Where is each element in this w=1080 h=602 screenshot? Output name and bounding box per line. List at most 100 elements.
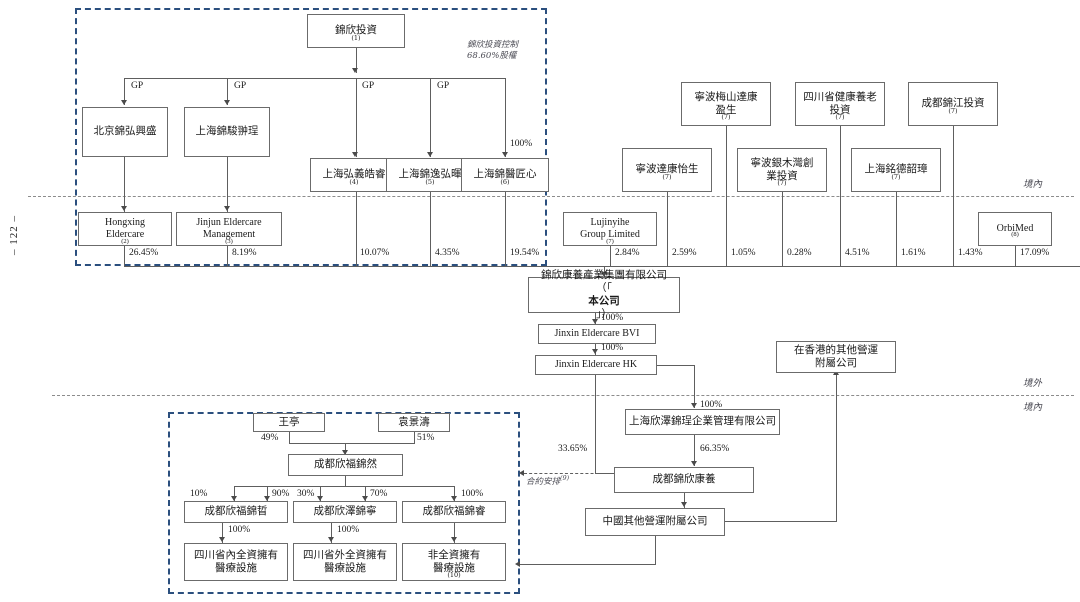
label-pct-shanghai-mingde: 1.61%: [901, 248, 926, 258]
entity-sichuan-health-line1: 四川省健康養老: [803, 90, 877, 103]
line-jinxin-to-jiangxin: [505, 78, 507, 157]
entity-beijing-jinhong-label: 北京錦弘興盛: [93, 125, 157, 138]
entity-jinjun-management-line2: Management: [202, 229, 256, 240]
entity-facilities-not-wholly[interactable]: 非全資擁有 醫療設施(10): [402, 543, 506, 581]
entity-facilities-outside-sichuan[interactable]: 四川省外全資擁有 醫療設施: [293, 543, 397, 581]
line-jinran-to-jinning-left: [320, 486, 322, 501]
label-pct-jinzhe-left: 10%: [190, 489, 208, 499]
label-pct-jinrui: 100%: [461, 489, 484, 499]
label-contractual-arrangement: 合約安排(9): [526, 475, 569, 487]
dashed-region-contractual-group: [168, 412, 520, 594]
label-onshore-top: 境內: [1023, 179, 1043, 190]
entity-sichuan-health[interactable]: 四川省健康養老 投資(7): [795, 82, 885, 126]
entity-facilities-in-sichuan[interactable]: 四川省內全資擁有 醫療設施: [184, 543, 288, 581]
label-pct-jinzhe-right: 90%: [272, 489, 290, 499]
entity-chengdu-xinfu-jinrui[interactable]: 成都欣福錦睿: [402, 501, 506, 523]
entity-jinjun-management[interactable]: Jinjun Eldercare Management(3): [176, 212, 282, 246]
line-yuan-jingtao-drop: [414, 432, 416, 444]
arrow-gp-hongyi: [352, 152, 358, 157]
entity-chengdu-jinxin-kangyang[interactable]: 成都錦欣康養: [614, 467, 754, 493]
entity-wang-ting[interactable]: 王亭: [253, 413, 325, 432]
arrow-company-to-bvi: [591, 319, 598, 324]
arrow-bus-to-company: [600, 272, 607, 277]
entity-jinxin-bvi[interactable]: Jinxin Eldercare BVI: [538, 324, 656, 344]
entity-chengdu-xinze-jinning[interactable]: 成都欣澤錦寧: [293, 501, 397, 523]
line-shanghai-jinjun-to-management: [227, 157, 229, 212]
label-pct-jiangxin: 19.54%: [510, 248, 540, 258]
entity-facilities-in-sichuan-line2: 醫療設施: [215, 562, 257, 574]
entity-facilities-not-wholly-line2: 醫療設施: [433, 562, 475, 574]
line-ningbo-dakang-drop: [667, 192, 669, 267]
entity-china-other-subs[interactable]: 中國其他營運附屬公司: [585, 508, 725, 536]
entity-shanghai-xinze[interactable]: 上海欣澤錦珵企業管理有限公司: [625, 409, 780, 435]
label-pct-jinning-left: 30%: [297, 489, 315, 499]
label-gp-1: GP: [131, 81, 144, 91]
line-china-subs-up: [836, 374, 838, 522]
arrow-founders-to-jinran: [341, 450, 348, 455]
line-jinjun-mgmt-drop: [227, 246, 229, 267]
entity-facilities-not-wholly-line1: 非全資擁有: [427, 548, 481, 561]
label-pct-ningbo-dakang: 2.59%: [672, 248, 697, 258]
line-hk-to-kangyang-v: [595, 375, 597, 474]
entity-chengdu-jinxin-kangyang-label: 成都錦欣康養: [652, 473, 716, 486]
label-pct-sichuan-health: 4.51%: [845, 248, 870, 258]
entity-ningbo-dakang[interactable]: 寧波達康怡生(7): [622, 148, 712, 192]
entity-chengdu-xinfu-jinzhe[interactable]: 成都欣福錦晢: [184, 501, 288, 523]
line-jinran-to-jinzhe-left: [234, 486, 236, 501]
entity-jinxin-bvi-label: Jinxin Eldercare BVI: [554, 327, 640, 339]
arrow-bvi-to-hk: [591, 349, 598, 354]
label-gp-2: GP: [234, 81, 247, 91]
line-jinzhe-to-facility: [222, 523, 224, 543]
entity-hongxing-eldercare-line1: Hongxing: [105, 216, 145, 228]
entity-chengdu-xinfu-jinran[interactable]: 成都欣福錦然: [288, 454, 403, 476]
entity-jinxin-investment-label: 錦欣投資: [335, 24, 377, 37]
entity-hk-other-subs[interactable]: 在香港的其他營運 附屬公司: [776, 341, 896, 373]
entity-hongxing-eldercare[interactable]: Hongxing Eldercare(2): [78, 212, 172, 246]
label-pct-orbimed: 17.09%: [1020, 248, 1050, 258]
entity-shanghai-jinyi[interactable]: 上海錦逸弘暉(5): [386, 158, 474, 192]
arrow-china-subs-to-facility: [515, 560, 520, 567]
entity-company[interactable]: 錦欣康養產業集團有限公司 （「本公司」）: [528, 269, 680, 320]
entity-ningbo-meishan[interactable]: 寧波梅山達康 盈生(7): [681, 82, 771, 126]
entity-chengdu-xinfu-jinrui-label: 成都欣福錦睿: [422, 505, 486, 518]
entity-chengdu-xinfu-jinzhe-label: 成都欣福錦晢: [204, 505, 268, 518]
line-gp-drop-beijing: [124, 78, 126, 105]
entity-orbimed[interactable]: OrbiMed(8): [978, 212, 1052, 246]
entity-ningbo-yinmuwan-line1: 寧波銀木灣創: [750, 156, 814, 169]
entity-jinxin-investment[interactable]: 錦欣投資(1): [307, 14, 405, 48]
line-ningbo-yinmuwan-drop: [782, 192, 784, 267]
entity-lujinyihe[interactable]: Lujinyihe Group Limited(7): [563, 212, 657, 246]
entity-shanghai-mingde[interactable]: 上海銘德韶璋(7): [851, 148, 941, 192]
line-jinran-to-jinzhe-right: [267, 486, 269, 501]
line-gp-drop-jinyi: [430, 78, 432, 157]
note-jinxin-control-line2: 68.60%股權: [467, 51, 517, 61]
entity-shanghai-jinyi-label: 上海錦逸弘暉: [398, 168, 462, 181]
line-jinrui-to-facility: [454, 523, 456, 543]
entity-shanghai-jinjun[interactable]: 上海錦駿翀珵: [184, 107, 270, 157]
entity-orbimed-label: OrbiMed: [996, 222, 1034, 234]
arrow-jinran-to-jinning-left: [316, 496, 323, 501]
line-china-subs-to-facility: [519, 564, 656, 566]
entity-shanghai-hongyi[interactable]: 上海弘義皓睿(4): [310, 158, 398, 192]
entity-chengdu-jinjiang[interactable]: 成都錦江投資(7): [908, 82, 998, 126]
label-pct-jinzhe-to-fac: 100%: [228, 525, 251, 535]
label-pct-jinning-to-fac: 100%: [337, 525, 360, 535]
line-jiangxin-drop: [505, 192, 507, 267]
entity-ningbo-yinmuwan[interactable]: 寧波銀木灣創 業投資(7): [737, 148, 827, 192]
arrow-xinze-to-kangyang: [690, 461, 697, 466]
entity-shanghai-jinyijiangxin[interactable]: 上海錦醫匠心(6): [461, 158, 549, 192]
entity-company-line2-bold: 本公司: [588, 295, 620, 307]
entity-beijing-jinhong[interactable]: 北京錦弘興盛: [82, 107, 168, 157]
arrow-jinran-to-jinrui: [450, 496, 457, 501]
entity-facilities-outside-sichuan-line1: 四川省外全資擁有: [303, 548, 387, 561]
entity-jinxin-hk[interactable]: Jinxin Eldercare HK: [535, 355, 657, 375]
line-founders-to-jinran: [345, 443, 347, 455]
entity-yuan-jingtao[interactable]: 袁景濤: [378, 413, 450, 432]
line-wang-ting-drop: [289, 432, 291, 444]
line-sichuan-health-drop: [840, 126, 842, 267]
line-jinran-bus: [234, 486, 454, 488]
line-jinran-stem: [345, 476, 347, 486]
entity-shanghai-hongyi-label: 上海弘義皓睿: [322, 168, 386, 181]
label-contractual-arrangement-sup: (9): [560, 474, 570, 483]
